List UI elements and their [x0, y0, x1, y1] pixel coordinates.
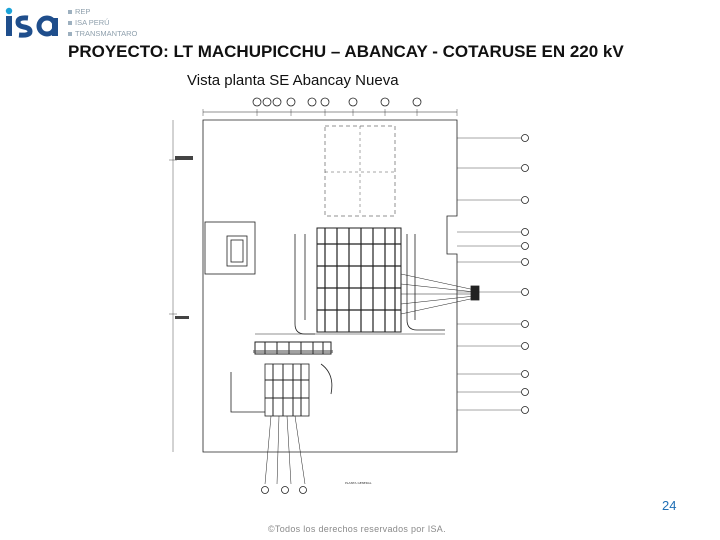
slide-title: PROYECTO: LT MACHUPICCHU – ABANCAY - COT… — [68, 42, 624, 61]
grid-bubbles-top — [252, 97, 422, 107]
slide-subtitle: Vista planta SE Abancay Nueva — [187, 72, 399, 89]
isa-logo — [5, 7, 58, 38]
brand-list: REP ISA PERÚ TRANSMANTARO — [68, 6, 137, 39]
plan-label: PLANTA GENERAL — [345, 481, 372, 485]
brand-item: ISA PERÚ — [68, 17, 137, 28]
grid-bubbles-right — [521, 134, 529, 414]
substation-plan-drawing: PLANTA GENERAL — [169, 97, 529, 494]
page-number: 24 — [662, 498, 677, 513]
bullet-square-icon — [68, 31, 72, 36]
brand-label: ISA PERÚ — [75, 18, 110, 27]
brand-label: REP — [75, 7, 91, 16]
brand-item: REP — [68, 6, 137, 17]
bullet-square-icon — [68, 9, 72, 14]
grid-bubbles-bottom — [261, 486, 307, 494]
bullet-square-icon — [68, 20, 72, 25]
copyright-notice: ©Todos los derechos reservados por ISA. — [268, 524, 446, 534]
brand-label: TRANSMANTARO — [75, 29, 138, 38]
brand-item: TRANSMANTARO — [68, 28, 137, 39]
